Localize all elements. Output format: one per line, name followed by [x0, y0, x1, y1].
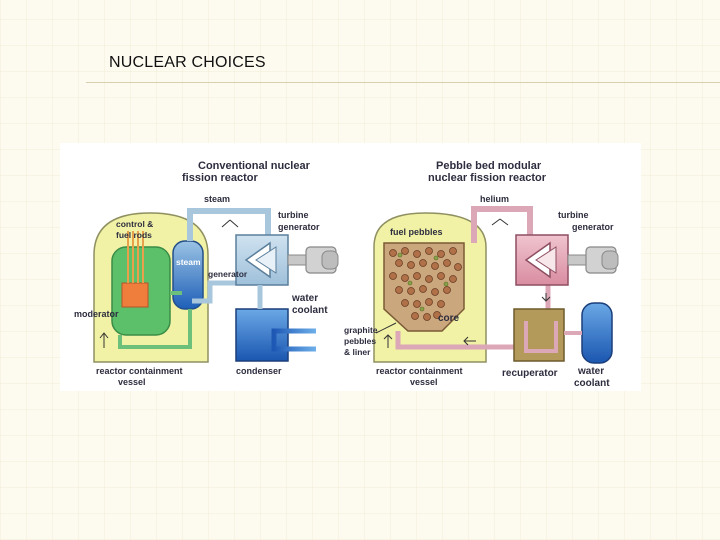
- label-fuel-pebbles: fuel pebbles: [390, 227, 443, 237]
- label-moderator: moderator: [74, 309, 119, 319]
- label-condenser: condenser: [236, 366, 282, 376]
- label-fuel-rods: fuel rods: [116, 230, 152, 240]
- label-graphite-2: pebbles: [344, 336, 376, 346]
- label-vessel-left: reactor containment: [96, 366, 183, 376]
- water-coolant-pipe: [271, 328, 316, 352]
- primary-coolant-loop: [118, 309, 192, 349]
- conventional-reactor-diagram: Conventional nuclear fission reactor ste…: [74, 160, 339, 387]
- label-coolant-right: coolant: [574, 378, 610, 389]
- helium-pipe: [471, 206, 533, 243]
- label-control-rods: control &: [116, 219, 153, 229]
- label-graphite: graphite: [344, 325, 378, 335]
- control-fuel-rods: [127, 231, 144, 283]
- pebble-title: Pebble bed modular: [436, 160, 542, 172]
- reactor-comparison-figure: Conventional nuclear fission reactor ste…: [60, 143, 641, 391]
- fuel-pebble-cluster: [389, 247, 462, 321]
- label-vessel-right-2: vessel: [410, 377, 438, 387]
- condenser: [235, 308, 289, 362]
- fuel-block: [121, 282, 149, 308]
- pebble-title-2: nuclear fission reactor: [428, 172, 547, 184]
- water-coolant-tank: [581, 302, 613, 364]
- label-water-left: water: [291, 293, 318, 304]
- label-turbine-right: turbine: [558, 210, 589, 220]
- pebble-bed-reactor-diagram: Pebble bed modular nuclear fission react…: [344, 160, 619, 389]
- label-coolant-left: coolant: [292, 305, 328, 316]
- label-recuperator: recuperator: [502, 368, 558, 379]
- label-water-right: water: [577, 366, 604, 377]
- label-vessel-left-2: vessel: [118, 377, 146, 387]
- slide-title: NUCLEAR CHOICES: [109, 54, 266, 71]
- label-steam: steam: [204, 194, 230, 204]
- label-generator-right: generator: [572, 222, 614, 232]
- title-divider: [86, 82, 720, 83]
- label-core: core: [438, 313, 460, 324]
- label-turbine-left: turbine: [278, 210, 309, 220]
- conventional-title-2: fission reactor: [182, 172, 259, 184]
- conventional-title: Conventional nuclear: [198, 160, 311, 172]
- label-generator-left: generator: [278, 222, 320, 232]
- label-graphite-3: & liner: [344, 347, 371, 357]
- label-vessel-right: reactor containment: [376, 366, 463, 376]
- generator-shaft-right: [567, 254, 587, 266]
- label-steam-gen-2: generator: [208, 269, 248, 279]
- label-steam-gen: steam: [176, 257, 201, 267]
- generator-shaft-left: [287, 254, 307, 266]
- label-helium: helium: [480, 194, 509, 204]
- steam-pipe: [187, 208, 271, 241]
